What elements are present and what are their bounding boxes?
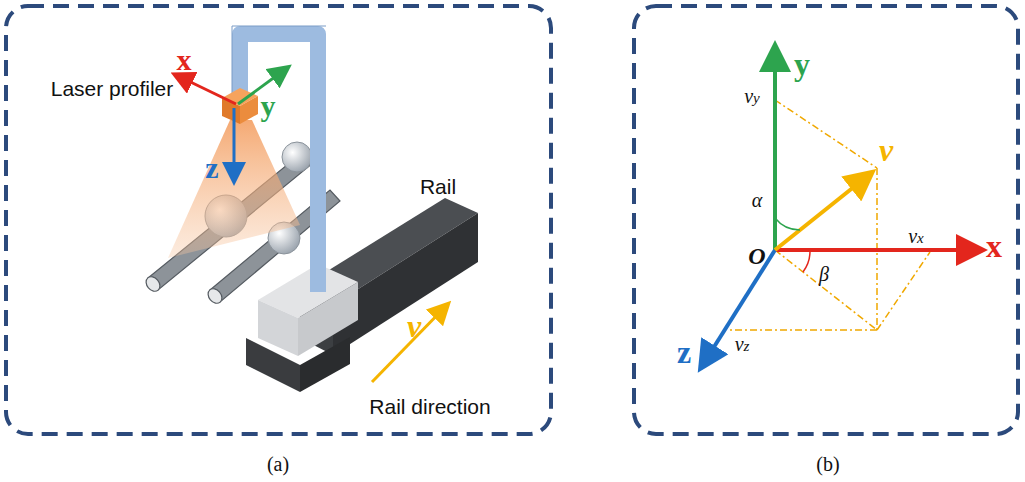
axis-label: z: [677, 336, 691, 368]
axis-label: x: [177, 45, 192, 75]
angle-label: α: [752, 190, 763, 210]
axis-label: y: [794, 48, 810, 80]
axis-label: x: [986, 230, 1002, 262]
panel-caption: (a): [267, 454, 289, 474]
part-label: Rail: [420, 176, 456, 197]
axis-label: y: [261, 91, 276, 121]
velocity-label: v: [879, 134, 893, 166]
panel-caption: (b): [816, 454, 839, 474]
axis-label: z: [205, 153, 218, 183]
velocity-label: v: [407, 310, 421, 342]
part-label: Laser profiler: [51, 78, 174, 99]
component-label: vy: [744, 86, 760, 106]
component-label: vx: [908, 226, 924, 246]
part-label: Rail direction: [369, 396, 490, 417]
component-label: vz: [735, 334, 750, 354]
origin-label: O: [748, 244, 765, 268]
angle-label: β: [819, 264, 829, 284]
